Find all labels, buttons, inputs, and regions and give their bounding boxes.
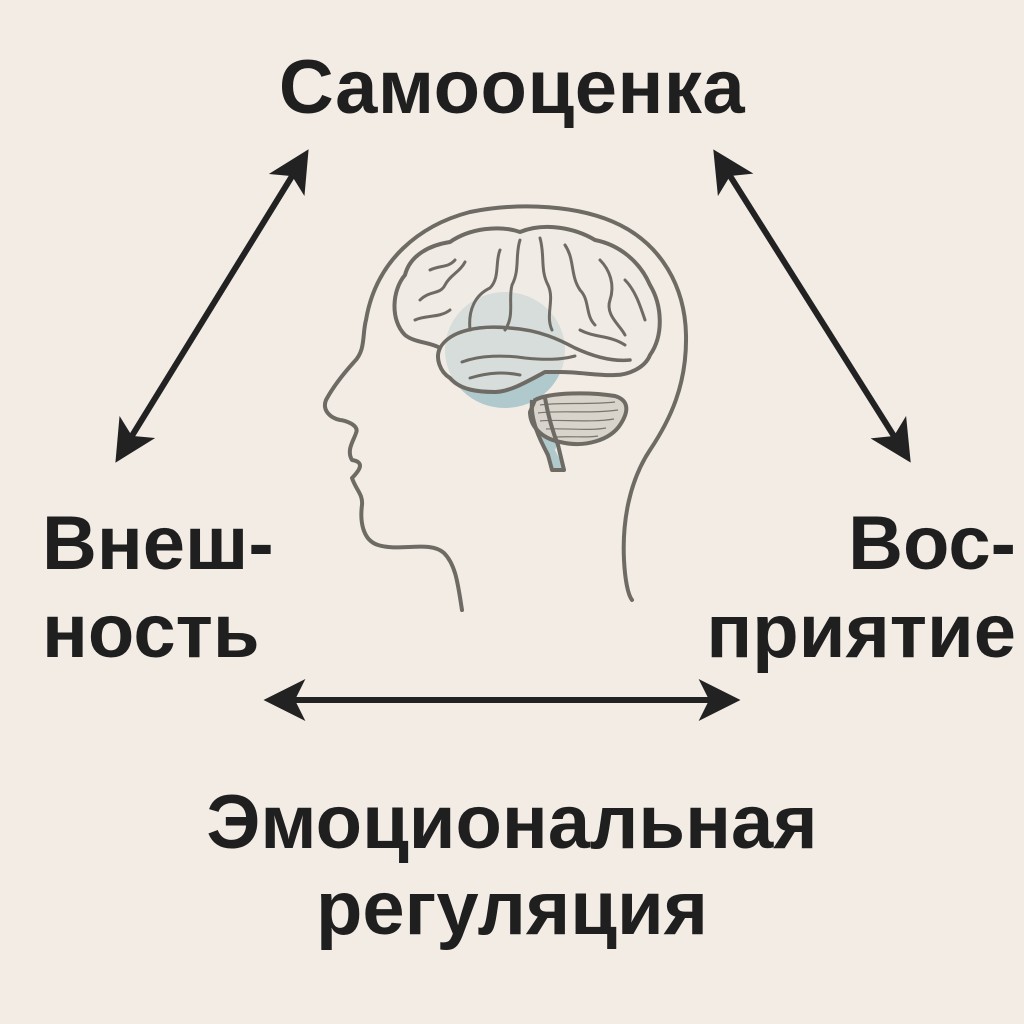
perception-line-2: приятие [706, 589, 1016, 674]
perception-line-1: Вос- [848, 501, 1016, 586]
brain-icon [392, 224, 662, 472]
node-label-perception: Вос- приятие [706, 500, 1016, 676]
arrow-self-esteem-perception-icon [713, 149, 911, 463]
emotional-regulation-line-2: регуляция [315, 866, 709, 951]
appearance-line-1: Внеш- [42, 501, 274, 586]
node-label-emotional-regulation: Эмоциональная регуляция [0, 780, 1024, 952]
node-label-self-esteem: Самооценка [278, 45, 746, 130]
arrow-appearance-self-esteem-icon [115, 149, 309, 463]
node-label-appearance: Внеш- ность [42, 500, 274, 676]
head-profile-icon [323, 204, 689, 612]
emotional-regulation-line-1: Эмоциональная [206, 780, 818, 865]
appearance-line-2: ность [42, 589, 260, 674]
